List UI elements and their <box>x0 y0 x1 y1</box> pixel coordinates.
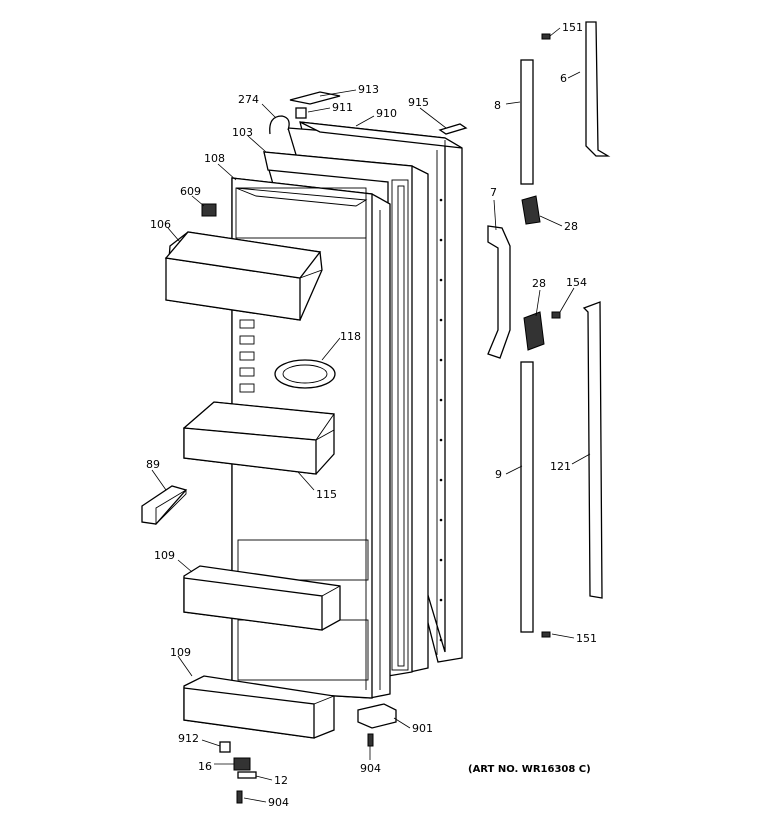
label-274: 274 <box>238 93 259 106</box>
part-89 <box>141 485 188 526</box>
label-12: 12 <box>274 774 288 787</box>
door-rivets <box>439 198 443 642</box>
label-106: 106 <box>150 218 171 231</box>
label-103: 103 <box>232 126 253 139</box>
label-154: 154 <box>566 276 587 289</box>
label-8: 8 <box>494 99 501 112</box>
label-7: 7 <box>490 186 497 199</box>
door-bin-115 <box>182 401 335 475</box>
part-28-lower <box>523 311 545 351</box>
part-915 <box>438 123 468 135</box>
label-911: 911 <box>332 101 353 114</box>
art-number: (ART NO. WR16308 C) <box>468 764 591 775</box>
part-151-lower <box>541 631 551 638</box>
part-911 <box>295 107 307 119</box>
label-118: 118 <box>340 330 361 343</box>
label-109-upper: 109 <box>154 549 175 562</box>
leader-lines <box>151 27 591 803</box>
label-151-lower: 151 <box>576 632 597 645</box>
label-16: 16 <box>198 760 212 773</box>
label-151-upper: 151 <box>562 21 583 34</box>
part-274 <box>269 115 290 135</box>
label-915: 915 <box>408 96 429 109</box>
part-8 <box>520 59 534 185</box>
part-901 <box>357 703 397 729</box>
part-904-lower <box>236 790 243 804</box>
part-28-upper <box>521 195 541 225</box>
label-115: 115 <box>316 488 337 501</box>
liner-shelf-clips <box>239 319 255 393</box>
part-16 <box>233 757 251 771</box>
label-913: 913 <box>358 83 379 96</box>
part-12 <box>237 771 257 779</box>
label-904-lower: 904 <box>268 796 289 809</box>
part-151-upper <box>541 33 551 40</box>
part-154 <box>551 311 561 319</box>
label-28-upper: 28 <box>564 220 578 233</box>
handle-7 <box>487 225 511 359</box>
label-6: 6 <box>560 72 567 85</box>
part-904-upper <box>367 733 374 747</box>
label-89: 89 <box>146 458 160 471</box>
part-9 <box>520 361 534 633</box>
part-6 <box>585 21 611 157</box>
door-bin-109-lower <box>183 675 335 739</box>
label-609: 609 <box>180 185 201 198</box>
label-901: 901 <box>412 722 433 735</box>
callout-labels: 151 6 8 913 274 911 910 915 103 108 609 … <box>146 21 597 809</box>
label-904-upper: 904 <box>360 762 381 775</box>
door-bin-109-upper <box>183 565 341 631</box>
part-912 <box>219 741 231 753</box>
label-121: 121 <box>550 460 571 473</box>
label-912: 912 <box>178 732 199 745</box>
label-109-lower: 109 <box>170 646 191 659</box>
part-118 <box>274 359 336 389</box>
dairy-compartment <box>164 231 323 321</box>
label-28-lower: 28 <box>532 277 546 290</box>
label-9: 9 <box>495 468 502 481</box>
part-609 <box>201 203 217 217</box>
label-108: 108 <box>204 152 225 165</box>
label-910: 910 <box>376 107 397 120</box>
part-121 <box>582 301 603 599</box>
